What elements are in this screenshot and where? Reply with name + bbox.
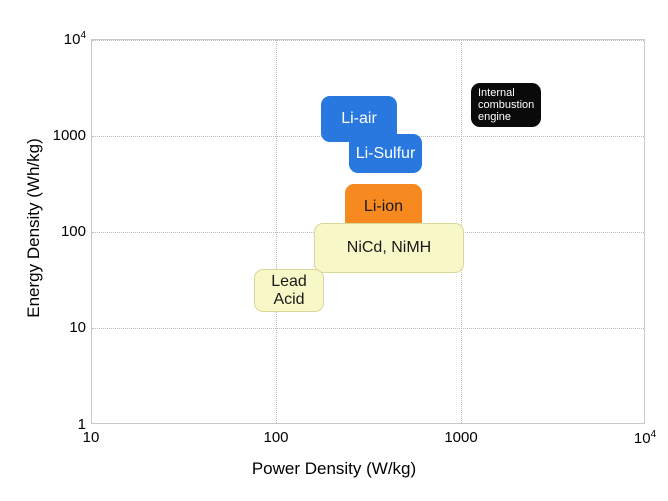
y-tick-1000: 1000 — [52, 127, 86, 144]
region-label-lead-acid-line1: Lead — [271, 272, 307, 290]
ice-label-line3: engine — [478, 111, 512, 124]
ice-label-line1: Internal — [478, 86, 515, 99]
x-tick-10000-mantissa: 10 — [633, 430, 651, 447]
x-tick-10000: 104 — [633, 429, 657, 447]
y-axis-ticks: 104 1000 100 10 1 — [0, 0, 86, 501]
gridline-x-100 — [276, 40, 277, 423]
x-axis-title: Power Density (W/kg) — [251, 459, 417, 478]
x-tick-10000-exponent: 4 — [650, 429, 657, 440]
x-tick-100: 100 — [263, 429, 289, 446]
region-label-li-ion: Li-ion — [363, 198, 404, 216]
region-label-lead-acid-line2: Acid — [273, 290, 305, 308]
region-label-li-sulfur: Li-Sulfur — [355, 144, 416, 162]
y-axis-title: Energy Density (Wh/kg) — [24, 138, 43, 318]
y-tick-10000-exponent: 4 — [80, 30, 86, 41]
y-tick-10000-mantissa: 10 — [63, 31, 81, 48]
region-box-li-ion[interactable]: Li-ion — [345, 184, 422, 230]
y-tick-100: 100 — [60, 223, 86, 240]
x-tick-10: 10 — [82, 429, 100, 446]
y-tick-1: 1 — [77, 416, 86, 433]
y-axis-title-holder: Energy Density (Wh/kg) — [24, 18, 44, 438]
y-tick-10: 10 — [69, 319, 86, 336]
region-label-li-air: Li-air — [341, 110, 377, 128]
y-tick-10000: 104 — [63, 30, 86, 48]
region-label-nicd-nimh: NiCd, NiMH — [346, 239, 432, 257]
ice-label-line2: combustion — [478, 98, 535, 111]
gridline-y-10000 — [92, 40, 644, 41]
x-tick-1000: 1000 — [444, 429, 478, 446]
gridline-y-10 — [92, 328, 644, 329]
x-axis-ticks: 10 100 1000 104 — [0, 430, 668, 454]
region-box-nicd-nimh[interactable]: NiCd, NiMH — [314, 223, 464, 273]
region-box-li-sulfur[interactable]: Li-Sulfur — [349, 134, 422, 173]
